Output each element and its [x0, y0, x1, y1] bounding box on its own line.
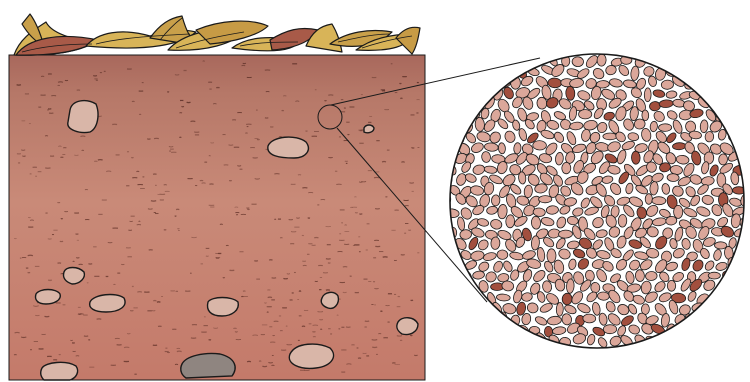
- leaf-litter: [14, 14, 420, 55]
- pebble: [208, 298, 239, 317]
- pebble: [68, 101, 98, 133]
- magnified-particles: [440, 52, 750, 349]
- pebble: [289, 344, 333, 368]
- pebble: [41, 362, 78, 380]
- pebble: [90, 295, 125, 312]
- pebble: [321, 292, 338, 308]
- pebble: [397, 318, 418, 335]
- soil-block: [9, 55, 425, 380]
- pebble: [268, 137, 309, 158]
- pebble: [181, 353, 235, 378]
- pebble: [63, 268, 84, 285]
- pebble: [35, 290, 60, 305]
- pebble: [364, 125, 374, 133]
